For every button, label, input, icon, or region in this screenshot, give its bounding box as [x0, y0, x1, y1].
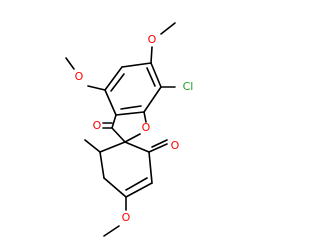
bond-c7a-o1: [143, 111, 147, 123]
atom-label-cl: Cl: [183, 80, 194, 93]
bond-c5-c4: [104, 66, 123, 91]
bond-c7-c6: [150, 62, 162, 88]
bond-c3a-c7a-inner: [120, 105, 142, 110]
atom-label-o-c4-methoxy: O: [75, 70, 84, 83]
atom-label-o-ring-ether: O: [142, 121, 151, 134]
bond-c4-c3a: [104, 89, 117, 116]
atom-label-o-c6-methoxy: O: [148, 33, 157, 46]
atom-labels: O Cl O O O O O: [75, 33, 194, 224]
bond-c4p-c5p: [103, 177, 127, 198]
bonds: [65, 22, 176, 237]
bond-c5-c4-inner: [110, 73, 125, 92]
bond-c2p-o-b: [151, 139, 168, 148]
bond-o-me-bottom: [103, 225, 120, 237]
bond-c3a-c7a: [115, 111, 145, 116]
bond-c2p-c3p: [148, 151, 153, 184]
atom-label-o-c3-carbonyl: O: [93, 119, 102, 132]
bond-c3p-c4p-b: [125, 177, 148, 191]
bond-c6p-c2: [99, 141, 126, 153]
bond-c3-c2: [111, 127, 126, 143]
bond-me6-o6: [160, 22, 176, 35]
chemical-structure-diagram: O Cl O O O O O: [65, 22, 194, 237]
bond-c2-c2p: [124, 141, 150, 153]
bond-c2p-o-a: [148, 143, 168, 153]
bond-c7a-c7: [143, 86, 162, 113]
bond-c6-c5: [121, 62, 152, 68]
atom-label-o-c2-carbonyl: O: [171, 139, 180, 152]
bond-c3a-c3: [111, 114, 117, 129]
bond-c7-c6-inner: [146, 67, 156, 87]
bond-o6-c6: [150, 46, 153, 64]
bond-o4-me4: [65, 57, 75, 70]
bond-o1-c2: [124, 133, 141, 143]
bond-c5p-c6p: [99, 151, 105, 179]
bond-c4-o4: [87, 85, 106, 91]
atom-label-o-c4p-methoxy: O: [122, 211, 131, 224]
bond-c6p-methyl: [84, 139, 101, 153]
bond-c3p-c4p-a: [125, 182, 153, 198]
